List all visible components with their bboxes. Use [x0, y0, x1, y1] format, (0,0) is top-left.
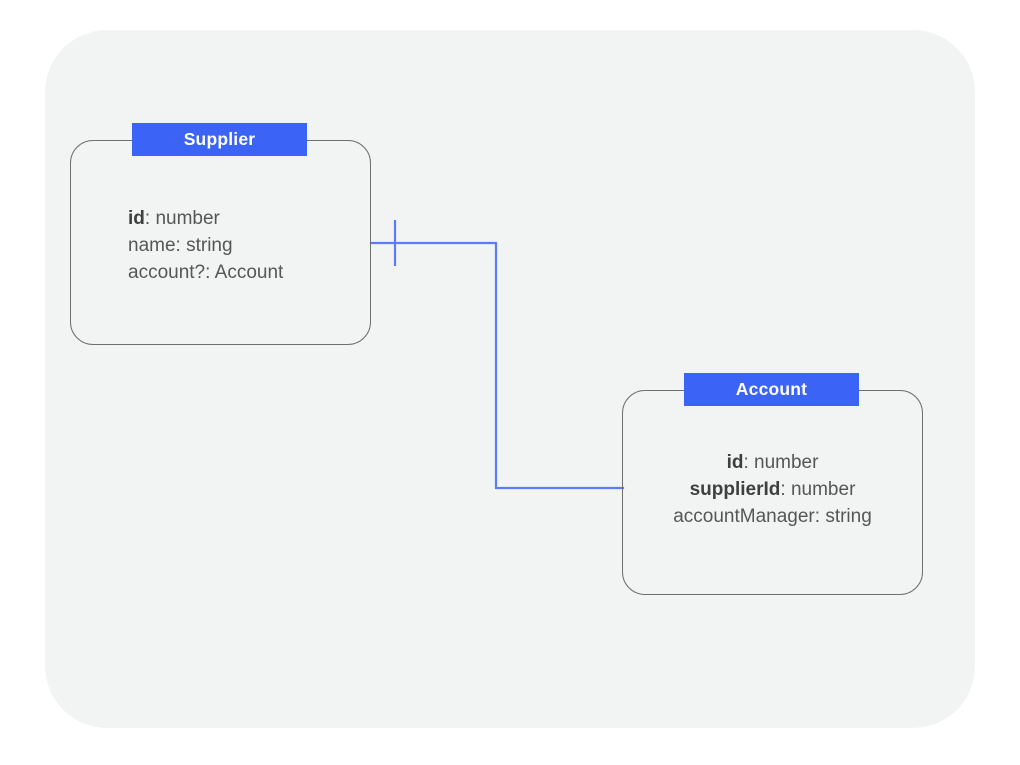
- entity-account[interactable]: Account id: number supplierId: number ac…: [622, 373, 923, 595]
- field-type: number: [155, 208, 220, 229]
- field-type: string: [186, 235, 233, 256]
- entity-supplier[interactable]: Supplier id: number name: string account…: [70, 123, 371, 345]
- entity-supplier-title[interactable]: Supplier: [132, 123, 307, 156]
- field-key: name: [128, 235, 176, 256]
- field-key: supplierId: [689, 479, 781, 500]
- field-separator: :: [743, 452, 755, 473]
- field-row: id: number: [635, 449, 910, 476]
- field-row: accountManager: string: [635, 503, 910, 530]
- field-type: number: [754, 452, 819, 473]
- field-row: account?: Account: [128, 259, 370, 286]
- field-type: Account: [214, 262, 284, 283]
- field-separator: :: [814, 506, 826, 527]
- field-separator: :: [780, 479, 791, 500]
- field-key: account?: [128, 262, 206, 283]
- field-separator: :: [205, 262, 215, 283]
- field-key: accountManager: [673, 506, 815, 527]
- field-row: name: string: [128, 232, 370, 259]
- field-separator: :: [144, 208, 156, 229]
- field-type: number: [790, 479, 856, 500]
- field-key: id: [128, 208, 145, 229]
- entity-supplier-fields: id: number name: string account?: Accoun…: [71, 205, 370, 286]
- field-row: id: number: [128, 205, 370, 232]
- entity-account-fields: id: number supplierId: number accountMan…: [623, 449, 922, 530]
- field-row: supplierId: number: [635, 476, 910, 503]
- entity-account-title[interactable]: Account: [684, 373, 859, 406]
- field-type: string: [825, 506, 872, 527]
- field-separator: :: [175, 235, 187, 256]
- field-key: id: [726, 452, 744, 473]
